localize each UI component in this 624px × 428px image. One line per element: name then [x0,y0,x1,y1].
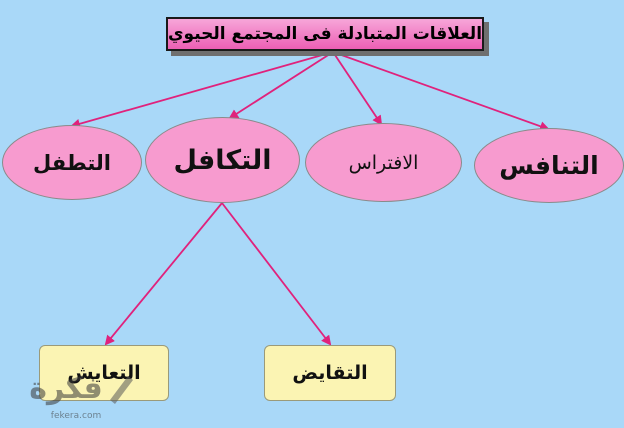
watermark-subtext: fekera.com [51,411,101,421]
arrow-to-parasitism [70,51,334,129]
watermark-text: فكرة [29,371,102,406]
node-competition: التنافس [474,128,624,203]
arrow-to-competition [332,51,550,132]
diagram-title: العلاقات المتبادلة فى المجتمع الحيوي [167,24,483,44]
node-predation-label: الافتراس [348,151,419,174]
node-competition-label: التنافس [499,151,599,180]
node-predation: الافتراس [305,123,462,202]
arrow-to-predation [332,51,383,126]
node-mutualism-label: التقايض [292,362,368,384]
arrow-to-symbiosis [228,51,334,120]
arrow-to-commensalism [104,202,223,346]
pencil-icon [110,376,133,404]
node-parasitism-label: التطفل [33,150,111,175]
watermark-logo: فكرة fekera.com [29,371,133,421]
node-parasitism: التطفل [2,125,142,200]
node-mutualism: التقايض [264,345,396,401]
arrow-to-mutualism [221,202,332,346]
title-box: العلاقات المتبادلة فى المجتمع الحيوي [166,17,484,51]
node-symbiosis: التكافل [145,117,300,203]
node-commensalism: التعايش [39,345,169,401]
node-commensalism-label: التعايش [67,362,141,384]
node-symbiosis-label: التكافل [173,144,272,176]
